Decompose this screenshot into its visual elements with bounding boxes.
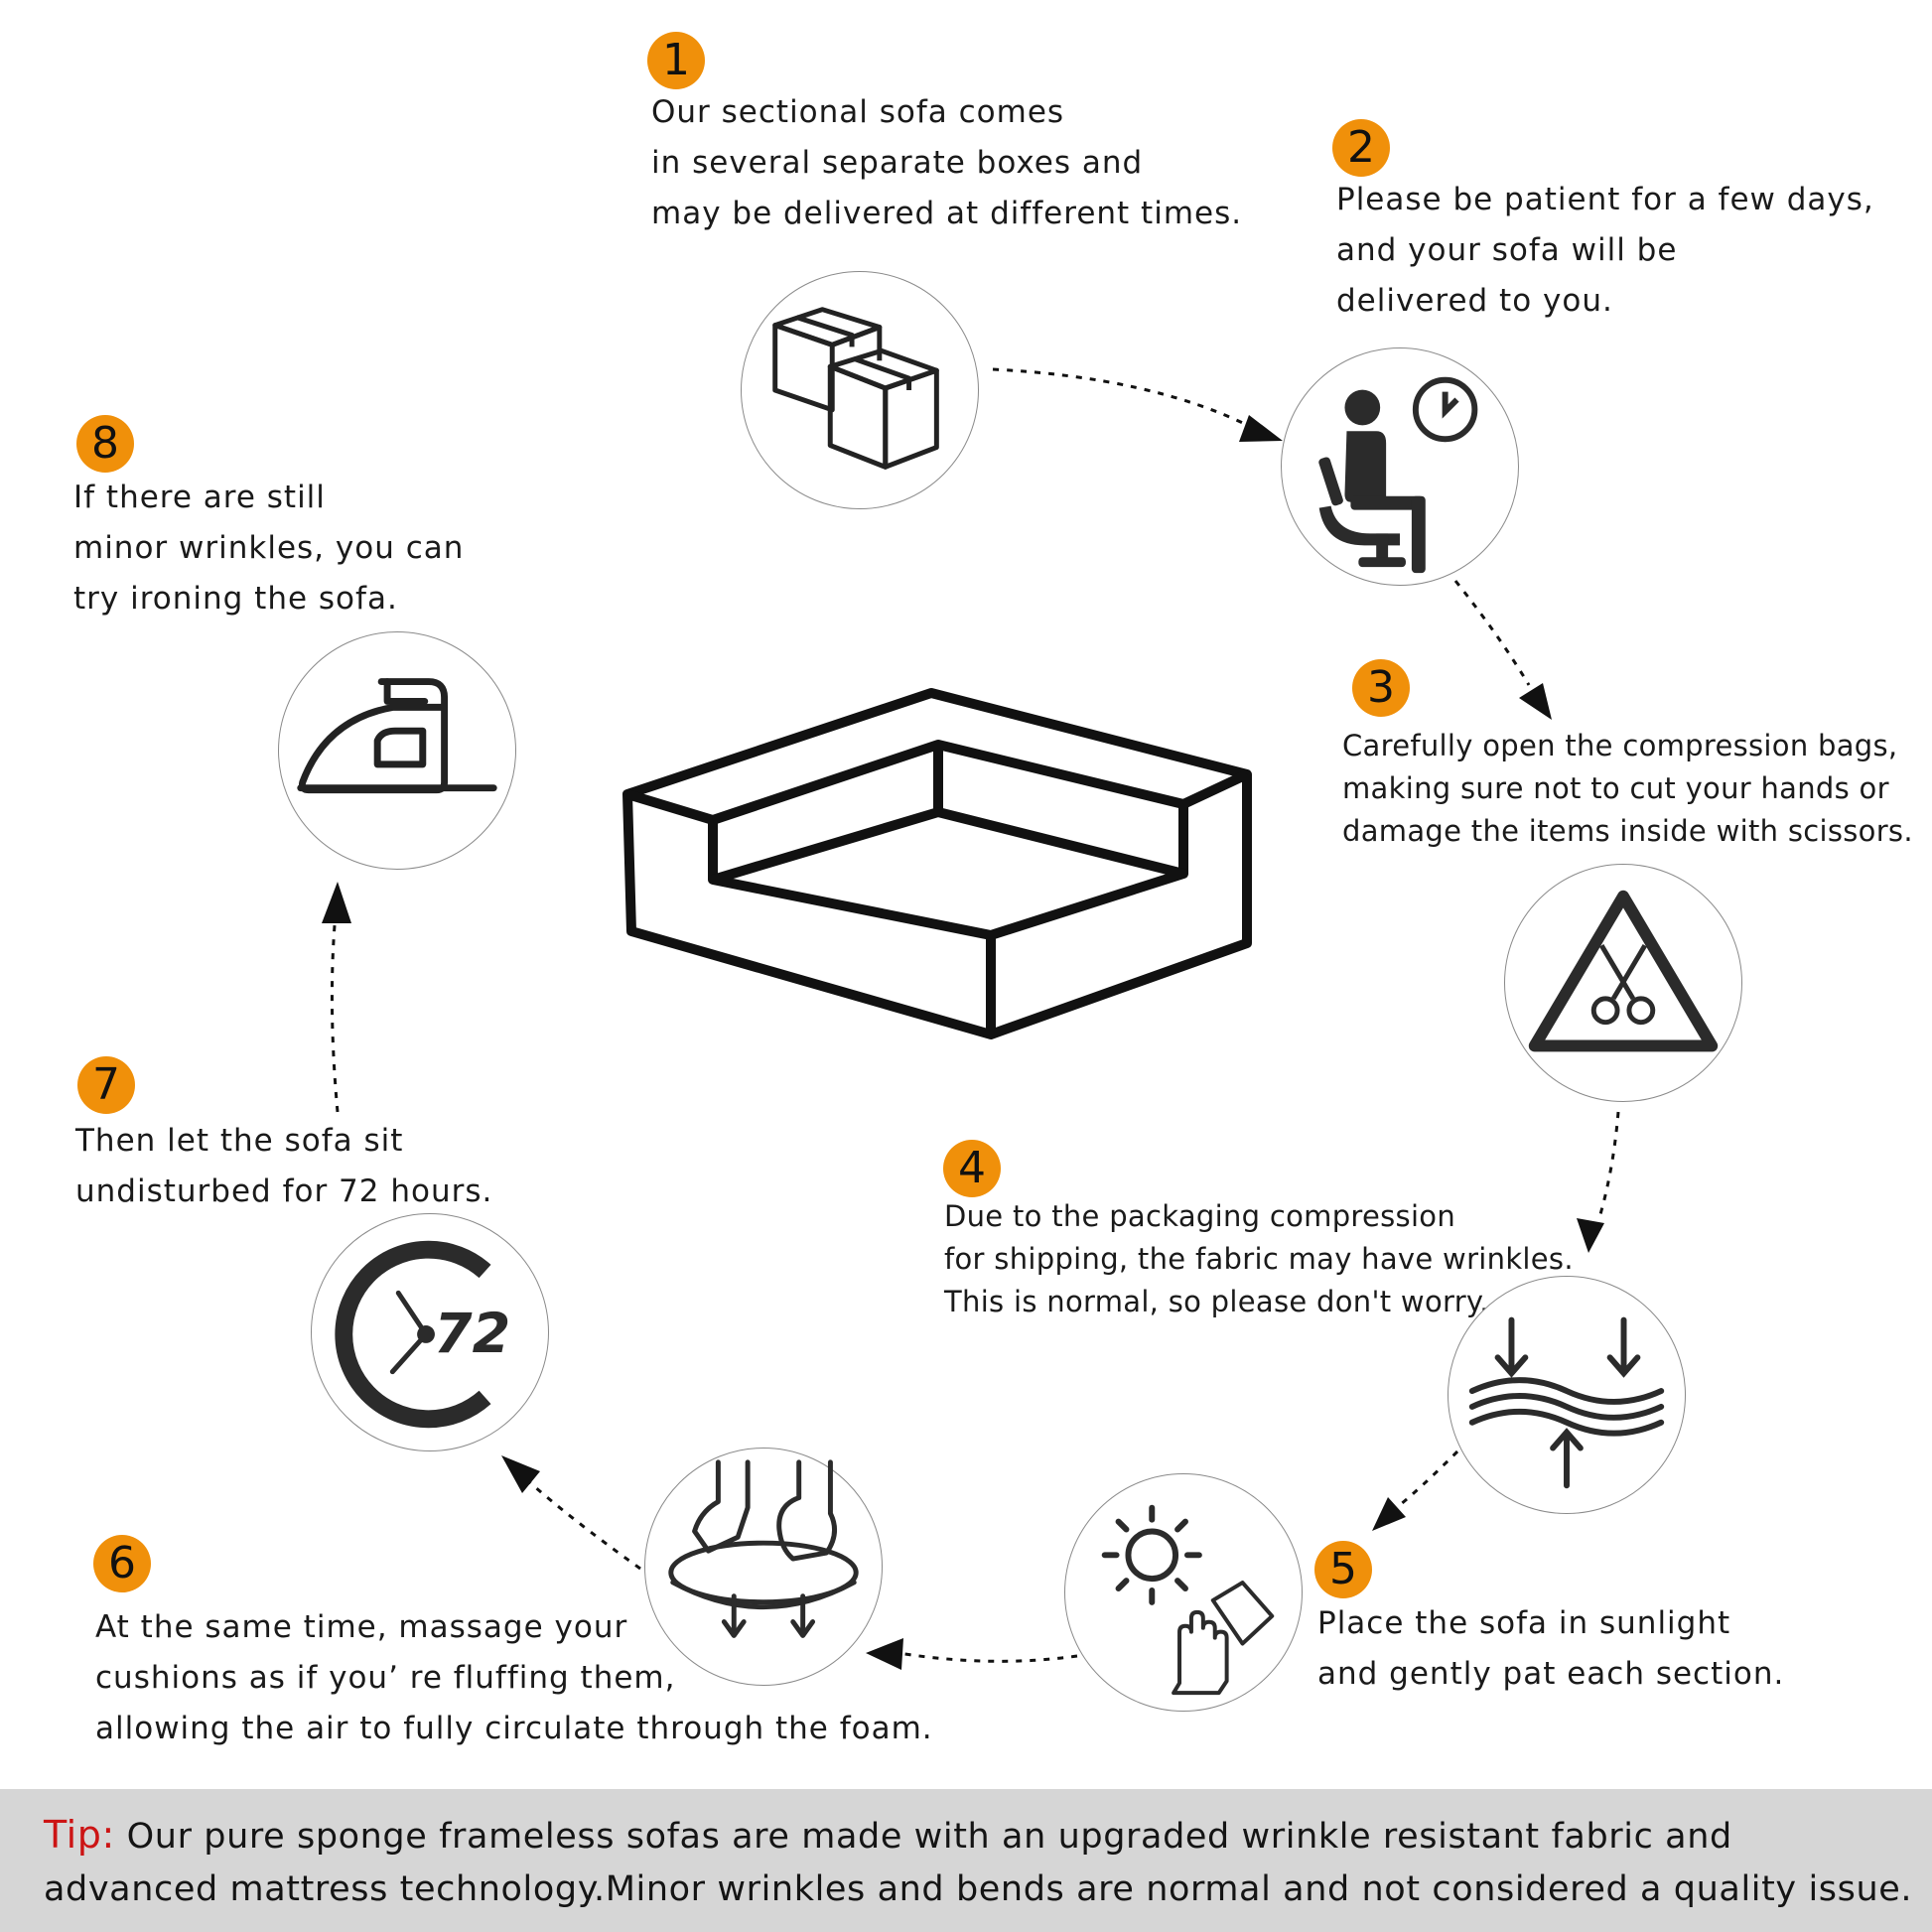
- arrow-7-to-8: [330, 912, 340, 1113]
- step-3-line: damage the items inside with scissors.: [1342, 814, 1913, 848]
- tip-text-1: Our pure sponge frameless sofas are made…: [114, 1817, 1732, 1857]
- compression-icon: [1468, 1316, 1665, 1489]
- tip-label: Tip:: [44, 1813, 115, 1857]
- sectional-sofa-illustration: [622, 688, 1252, 1039]
- step-2-text: Please be patient for a few days, and yo…: [1336, 175, 1874, 327]
- arrowhead-1: [1239, 415, 1283, 442]
- step-1-icon-circle: [741, 271, 979, 509]
- arrow-2-to-3: [1453, 580, 1531, 686]
- arrowhead-6: [501, 1455, 540, 1493]
- step-8-text: If there are still minor wrinkles, you c…: [73, 473, 464, 624]
- clock-72-icon: 72: [335, 1240, 510, 1429]
- step-1-badge: 1: [647, 32, 705, 89]
- step-6-icon-circle: [644, 1448, 883, 1686]
- step-3-line: making sure not to cut your hands or: [1342, 771, 1889, 805]
- arrowhead-5: [866, 1638, 903, 1670]
- arrowhead-2: [1519, 683, 1552, 720]
- step-4-text: Due to the packaging compression for shi…: [944, 1195, 1574, 1323]
- arrowhead-4: [1372, 1497, 1406, 1531]
- arrow-5-to-6: [897, 1651, 1078, 1663]
- step-5-line: and gently pat each section.: [1317, 1656, 1785, 1692]
- step-8-icon-circle: [278, 631, 516, 870]
- step-4-icon-circle: [1448, 1276, 1686, 1514]
- step-8-badge: 8: [76, 415, 134, 473]
- step-6-badge: 6: [93, 1535, 151, 1592]
- step-6-line: cushions as if you’ re fluffing them,: [95, 1660, 676, 1696]
- step-2-icon-circle: [1281, 347, 1519, 586]
- arrowhead-3: [1577, 1218, 1604, 1253]
- arrow-3-to-4: [1596, 1111, 1620, 1222]
- step-3-line: Carefully open the compression bags,: [1342, 729, 1898, 762]
- step-1-line: Our sectional sofa comes: [651, 94, 1065, 130]
- arrow-1-to-2: [992, 367, 1252, 429]
- step-3-icon-circle: [1504, 864, 1742, 1102]
- step-4-badge: 4: [943, 1140, 1001, 1197]
- step-3-badge: 3: [1352, 659, 1410, 717]
- boxes-icon: [772, 307, 939, 470]
- step-8-line: If there are still: [73, 480, 326, 515]
- step-1-line: in several separate boxes and: [651, 145, 1144, 181]
- step-6-line: At the same time, massage your: [95, 1609, 628, 1645]
- clock-72-label: 72: [434, 1302, 510, 1366]
- step-2-badge: 2: [1332, 119, 1390, 177]
- arrowhead-7: [322, 882, 351, 923]
- step-2-line: Please be patient for a few days,: [1336, 182, 1874, 217]
- step-7-badge: 7: [77, 1056, 135, 1114]
- tip-line-1: Tip: Our pure sponge frameless sofas are…: [44, 1809, 1932, 1863]
- step-8-line: minor wrinkles, you can: [73, 530, 465, 566]
- step-7-line: Then let the sofa sit: [75, 1123, 404, 1159]
- step-5-text: Place the sofa in sunlight and gently pa…: [1317, 1598, 1784, 1700]
- step-7-text: Then let the sofa sit undisturbed for 72…: [75, 1116, 492, 1217]
- step-7-icon-circle: 72: [311, 1213, 549, 1451]
- scissors-warning-icon: [1528, 890, 1719, 1052]
- step-5-line: Place the sofa in sunlight: [1317, 1605, 1731, 1641]
- step-3-text: Carefully open the compression bags, mak…: [1342, 725, 1913, 853]
- step-4-line: Due to the packaging compression: [944, 1199, 1456, 1233]
- step-4-line: for shipping, the fabric may have wrinkl…: [944, 1242, 1574, 1276]
- step-2-line: and your sofa will be: [1336, 232, 1678, 268]
- step-5-badge: 5: [1314, 1541, 1372, 1598]
- massage-cushion-icon: [668, 1459, 859, 1638]
- step-8-line: try ironing the sofa.: [73, 581, 398, 617]
- sun-pat-icon: [1101, 1504, 1275, 1696]
- arrow-6-to-7: [525, 1477, 641, 1571]
- iron-icon: [297, 678, 497, 794]
- tip-text-2: advanced mattress technology.Minor wrink…: [44, 1869, 1913, 1909]
- tip-bar: Tip: Our pure sponge frameless sofas are…: [0, 1789, 1932, 1932]
- step-6-line: allowing the air to fully circulate thro…: [95, 1711, 933, 1746]
- step-1-text: Our sectional sofa comes in several sepa…: [651, 87, 1242, 239]
- waiting-person-clock-icon: [1318, 376, 1478, 574]
- step-1-line: may be delivered at different times.: [651, 196, 1243, 231]
- step-7-line: undisturbed for 72 hours.: [75, 1173, 493, 1209]
- step-4-line: This is normal, so please don't worry.: [944, 1285, 1489, 1318]
- step-5-icon-circle: [1064, 1473, 1303, 1712]
- step-2-line: delivered to you.: [1336, 283, 1613, 319]
- step-6-text: At the same time, massage your cushions …: [95, 1602, 933, 1754]
